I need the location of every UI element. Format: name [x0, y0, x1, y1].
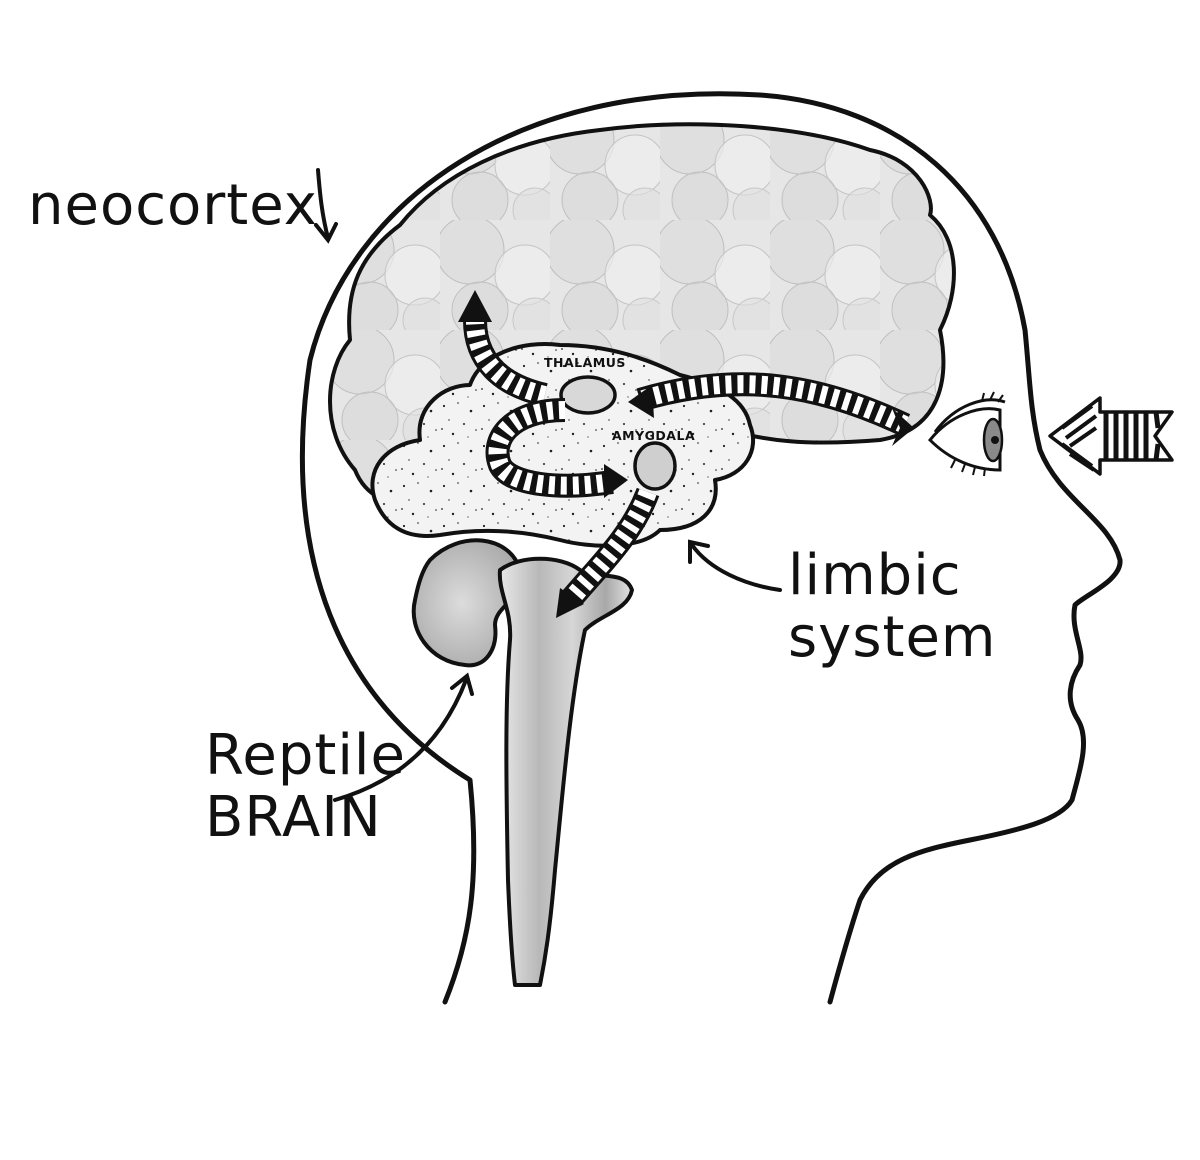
- arrowhead-amygdala: [604, 464, 628, 498]
- arrowhead-thalamus: [628, 385, 654, 418]
- reptile-pointer: [333, 678, 468, 802]
- head-outline: [299, 91, 1123, 1005]
- eye-icon: [927, 391, 1006, 477]
- amygdala-label: AMYGDALA: [612, 428, 696, 443]
- arrowhead-cortex: [458, 290, 492, 322]
- label-pointers: [314, 168, 782, 802]
- thalamus-shape: [559, 375, 617, 415]
- amygdala-shape: [633, 441, 677, 491]
- incoming-arrow-icon: [1048, 396, 1174, 476]
- limbic-pointer: [690, 543, 782, 592]
- reptile-brain-label: Reptile BRAIN: [205, 723, 406, 850]
- arrowhead-stem: [556, 588, 584, 618]
- limbic-system-label: limbic system: [788, 543, 997, 670]
- neocortex-pointer: [316, 168, 330, 240]
- brain-stem-shape: [497, 556, 634, 987]
- striped-arrow-icon: [463, 319, 911, 606]
- neocortex-label: neocortex: [28, 173, 318, 238]
- thalamus-label: THALAMUS: [544, 355, 626, 370]
- cerebellum-shape: [411, 538, 523, 668]
- arrow-tail-notch: [892, 408, 914, 446]
